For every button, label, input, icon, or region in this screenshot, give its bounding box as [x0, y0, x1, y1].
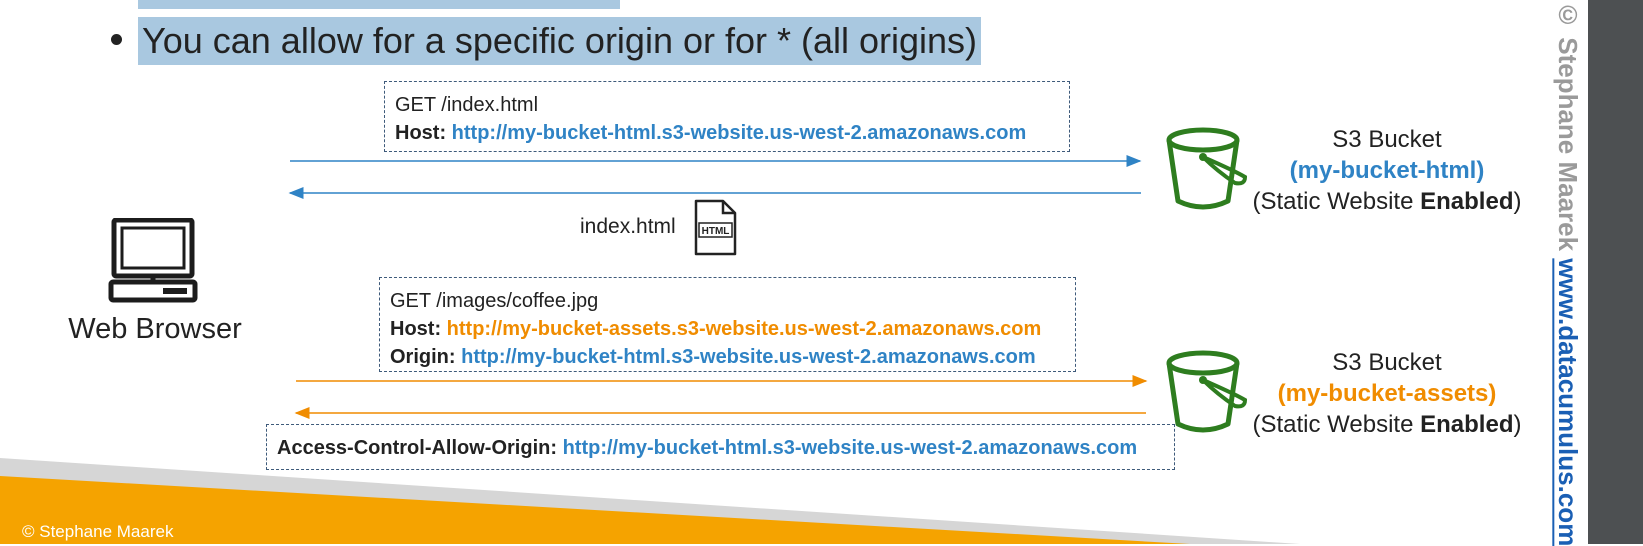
request1-host-key: Host:: [395, 122, 447, 144]
bucket1-status-bold: Enabled: [1420, 188, 1514, 215]
sidebar-credits: © Stephane Maarek www.datacumulus.com: [1548, 0, 1588, 546]
right-dark-bar: [1588, 0, 1643, 544]
bucket1-caption: S3 Bucket (my-bucket-html) (Static Websi…: [1237, 124, 1537, 217]
response2-header-value: http://my-bucket-html.s3-website.us-west…: [562, 437, 1138, 459]
sidebar-website[interactable]: www.datacumulus.com: [1553, 258, 1583, 546]
request2-box: GET /images/coffee.jpg Host: http://my-b…: [379, 277, 1076, 372]
footer-orange-band: [0, 476, 1190, 544]
bucket2-name: (my-bucket-assets): [1277, 380, 1497, 407]
html-file-icon-text: HTML: [702, 226, 730, 237]
bullet-text: You can allow for a specific origin or f…: [138, 17, 982, 65]
bucket1-title: S3 Bucket: [1332, 126, 1442, 153]
previous-bullet-highlight: [138, 0, 620, 9]
browser-label: Web Browser: [68, 313, 242, 345]
bucket1-name: (my-bucket-html): [1289, 157, 1485, 184]
computer-icon: [108, 218, 198, 303]
request1-host-line: Host: http://my-bucket-html.s3-website.u…: [395, 119, 1059, 147]
response1-file-label: index.html: [580, 215, 676, 238]
bucket2-caption: S3 Bucket (my-bucket-assets) (Static Web…: [1237, 347, 1537, 440]
request2-origin-key: Origin:: [390, 346, 456, 368]
request1-line: GET /index.html: [395, 94, 539, 116]
request2-origin-line: Origin: http://my-bucket-html.s3-website…: [390, 343, 1065, 371]
bucket2-status-suffix: ): [1513, 411, 1522, 438]
request1-box: GET /index.html Host: http://my-bucket-h…: [384, 81, 1070, 152]
request2-origin-value: http://my-bucket-html.s3-website.us-west…: [461, 346, 1036, 368]
bucket1-status: (Static Website Enabled): [1237, 186, 1537, 217]
response2-header-key: Access-Control-Allow-Origin:: [277, 437, 558, 459]
bucket2-status: (Static Website Enabled): [1237, 409, 1537, 440]
bucket2-title: S3 Bucket: [1332, 349, 1442, 376]
bucket1-status-prefix: (Static Website: [1252, 188, 1421, 215]
bucket1-status-suffix: ): [1513, 188, 1522, 215]
bullet-dot: [111, 34, 122, 45]
request2-host-key: Host:: [390, 318, 442, 340]
request1-host-value: http://my-bucket-html.s3-website.us-west…: [451, 122, 1027, 144]
sidebar-author: © Stephane Maarek: [1553, 0, 1583, 252]
html-file-icon: HTML: [694, 199, 737, 256]
bucket2-status-prefix: (Static Website: [1252, 411, 1421, 438]
bucket2-status-bold: Enabled: [1420, 411, 1514, 438]
s3-bucket-icon-2: [1166, 350, 1248, 433]
footer-copyright: © Stephane Maarek: [22, 522, 174, 541]
request2-line: GET /images/coffee.jpg: [390, 290, 599, 312]
response2-box: Access-Control-Allow-Origin: http://my-b…: [266, 424, 1175, 470]
request2-host-value: http://my-bucket-assets.s3-website.us-we…: [446, 318, 1042, 340]
request2-host-line: Host: http://my-bucket-assets.s3-website…: [390, 315, 1065, 343]
s3-bucket-icon-1: [1166, 127, 1248, 210]
